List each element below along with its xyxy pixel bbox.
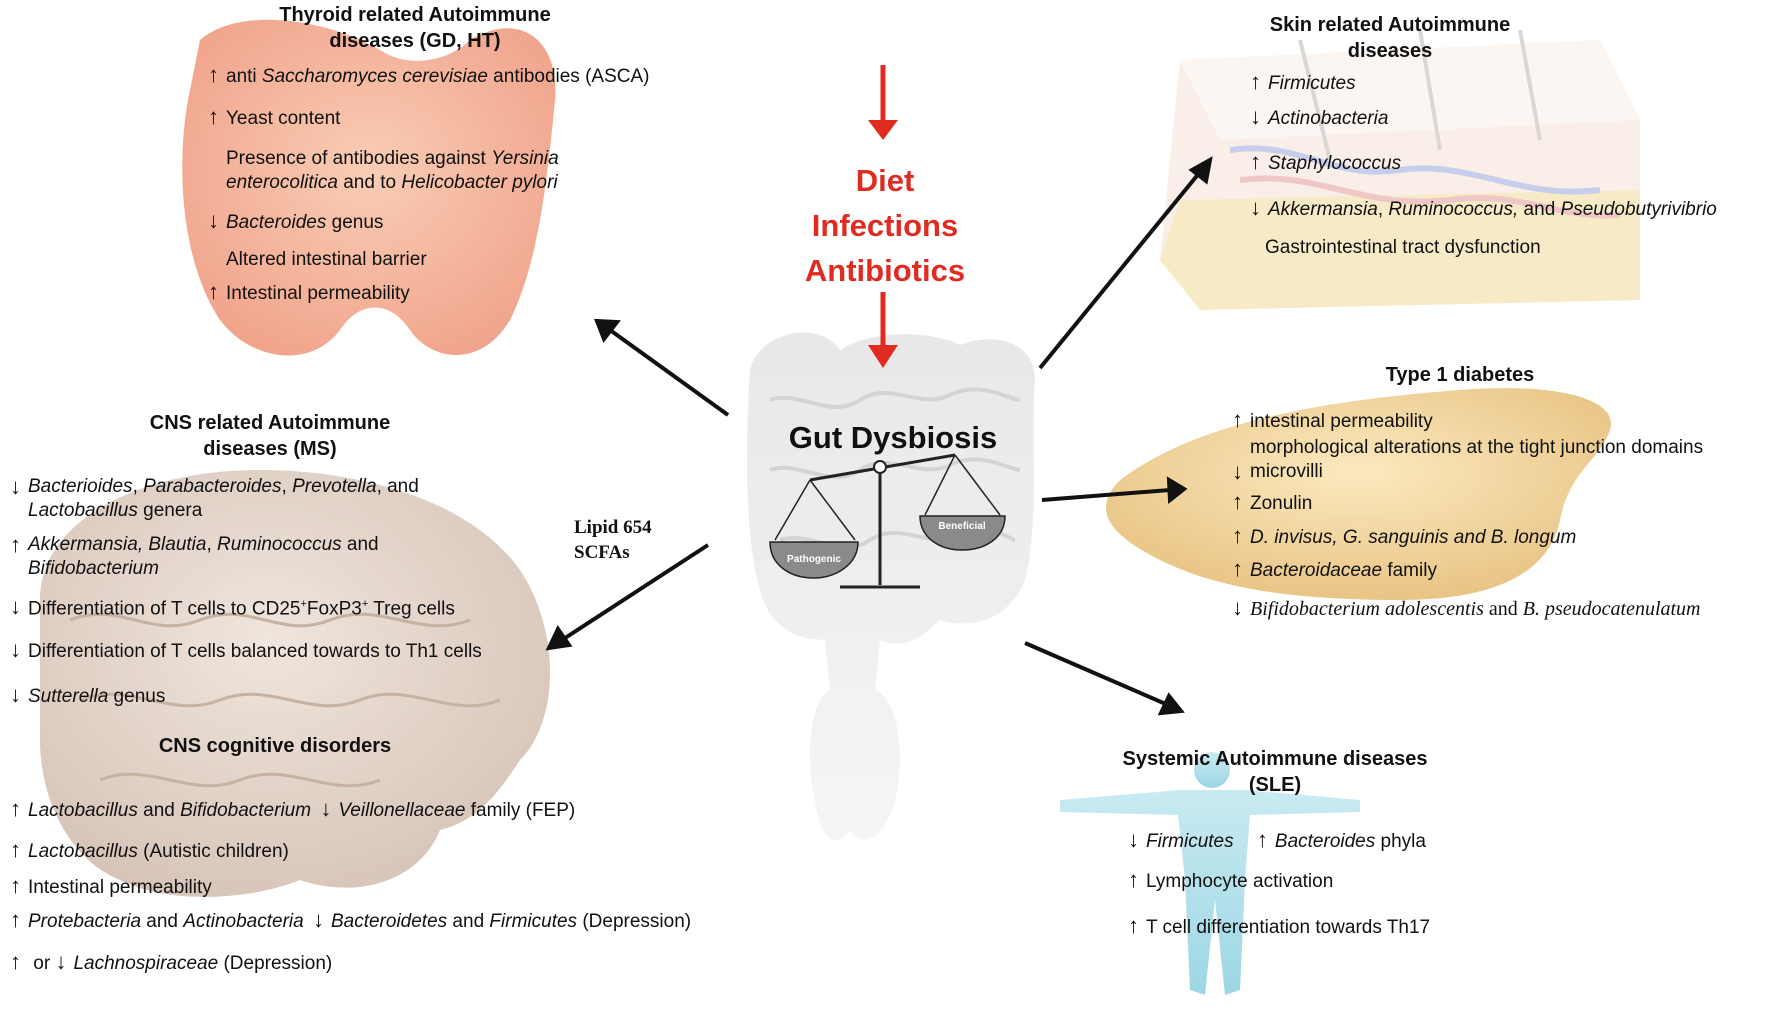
- up-arrow-icon: ↑: [1250, 149, 1261, 174]
- cognitive-title: CNS cognitive disorders: [158, 735, 392, 757]
- t1d-title: Type 1 diabetes: [1385, 364, 1535, 386]
- thyroid-item-asca: ↑anti Saccharomyces cerevisiae antibodie…: [208, 62, 650, 88]
- t1d-item-bifidobacterium: ↓Bifidobacterium adolescentis and B. pse…: [1232, 595, 1701, 621]
- down-arrow-icon: ↓: [312, 907, 324, 932]
- up-arrow-icon: ↑: [10, 532, 21, 557]
- t1d-item-zonulin: ↑Zonulin: [1232, 489, 1313, 515]
- up-arrow-icon: ↑: [1232, 489, 1243, 514]
- cognitive-item-lacto-bifido: ↑Lactobacillus and Bifidobacterium ↓Veil…: [10, 796, 576, 822]
- cognitive-item-lacto-autistic: ↑Lactobacillus (Autistic children): [10, 837, 289, 863]
- t1d-item-permeability: ↑intestinal permeability: [1232, 407, 1433, 433]
- thyroid-illustration: [182, 19, 556, 356]
- down-arrow-icon: ↓: [10, 594, 21, 620]
- cns-title: CNS related Autoimmune diseases (MS): [149, 412, 391, 460]
- thyroid-title: Thyroid related Autoimmune diseases (GD,…: [279, 4, 551, 52]
- pancreas-illustration: [1105, 388, 1612, 600]
- thyroid-item-permeability: ↑Intestinal permeability: [208, 279, 410, 305]
- t1d-item-bacteroidaceae: ↑Bacteroidaceae family: [1232, 556, 1437, 582]
- t1d-item-morphological: ↓morphological alterations at the tight …: [1232, 437, 1704, 484]
- cognitive-item-lachnospiraceae: ↑ or ↓Lachnospiraceae (Depression): [10, 949, 333, 975]
- thyroid-item-bacteroides: ↓Bacteroides genus: [208, 208, 384, 234]
- up-arrow-icon: ↑: [10, 949, 21, 974]
- up-arrow-icon: ↑: [10, 796, 21, 821]
- up-arrow-icon: ↑: [208, 279, 219, 304]
- factor-infections: Infections: [811, 208, 959, 243]
- up-arrow-icon: ↑: [208, 62, 219, 87]
- up-arrow-icon: ↑: [10, 907, 21, 932]
- skin-item-akkermansia: ↓Akkermansia, Ruminococcus, and Pseudobu…: [1250, 195, 1717, 221]
- thyroid-item-antibodies: Presence of antibodies against Yersinia …: [226, 148, 559, 193]
- factor-antibiotics: Antibiotics: [804, 253, 966, 288]
- up-arrow-icon: ↑: [1232, 556, 1243, 581]
- up-arrow-icon: ↑: [1232, 523, 1243, 548]
- up-arrow-icon: ↑: [1232, 407, 1243, 432]
- down-arrow-icon: ↓: [320, 796, 332, 821]
- down-arrow-icon: ↓: [1250, 104, 1261, 129]
- down-arrow-icon: ↓: [1128, 827, 1139, 852]
- factor-list: Diet Infections Antibiotics: [760, 158, 1010, 293]
- brain-illustration: [40, 470, 550, 897]
- pathogenic-label: Pathogenic: [787, 554, 841, 565]
- down-arrow-icon: ↓: [1232, 595, 1243, 620]
- systemic-title: Systemic Autoimmune diseases (SLE): [1122, 748, 1428, 796]
- cns-item-th1: ↓Differentiation of T cells balanced tow…: [10, 637, 482, 663]
- skin-title: Skin related Autoimmune diseases: [1269, 14, 1511, 62]
- t1d-item-species: ↑D. invisus, G. sanguinis and B. longum: [1232, 523, 1577, 549]
- body-illustration: [1060, 752, 1360, 995]
- down-arrow-icon: ↓: [10, 474, 21, 499]
- down-arrow-icon: ↓: [208, 208, 219, 233]
- cognitive-item-permeability: ↑Intestinal permeability: [10, 873, 212, 899]
- down-arrow-icon: ↓: [1250, 195, 1261, 220]
- systemic-item-th17: ↑T cell differentiation towards Th17: [1128, 913, 1431, 939]
- up-arrow-icon: ↑: [10, 873, 21, 898]
- gut-dysbiosis-title: Gut Dysbiosis: [789, 420, 997, 455]
- skin-item-staphylococcus: ↑Staphylococcus: [1250, 149, 1402, 175]
- up-arrow-icon: ↑: [208, 104, 219, 129]
- balance-scale: [769, 453, 1006, 589]
- thyroid-item-yeast: ↑Yeast content: [208, 104, 341, 130]
- skin-illustration: [1160, 29, 1640, 310]
- skin-item-firmicutes: ↑Firmicutes: [1250, 69, 1356, 95]
- up-arrow-icon: ↑: [1250, 69, 1261, 94]
- skin-item-gi-dysfunction: Gastrointestinal tract dysfunction: [1265, 237, 1541, 258]
- down-arrow-icon: ↓: [10, 682, 21, 707]
- cognitive-item-protebacteria: ↑Protebacteria and Actinobacteria ↓Bacte…: [10, 907, 692, 933]
- systemic-item-lymphocyte: ↑Lymphocyte activation: [1128, 867, 1334, 893]
- systemic-item-firmicutes: ↓Firmicutes ↑Bacteroides phyla: [1128, 827, 1426, 853]
- down-arrow-icon: ↓: [10, 637, 21, 662]
- down-arrow-icon: ↓: [55, 949, 67, 974]
- up-arrow-icon: ↑: [10, 837, 21, 862]
- cns-item-sutterella: ↓Sutterella genus: [10, 682, 166, 708]
- up-arrow-icon: ↑: [1256, 827, 1268, 852]
- black-arrows: [545, 156, 1213, 716]
- factor-diet: Diet: [855, 163, 915, 198]
- down-arrow-icon: ↓: [1232, 459, 1243, 484]
- up-arrow-icon: ↑: [1128, 867, 1139, 892]
- beneficial-label: Beneficial: [938, 521, 985, 532]
- cns-item-bacterioides: ↓Bacterioides, Parabacteroides, Prevotel…: [10, 474, 419, 522]
- lipid-scfa-label: Lipid 654 SCFAs: [574, 517, 652, 563]
- thyroid-item-barrier: Altered intestinal barrier: [226, 249, 427, 270]
- skin-item-actinobacteria: ↓Actinobacteria: [1250, 104, 1389, 130]
- red-arrows: [868, 65, 898, 368]
- cns-item-treg: ↓Differentiation of T cells to CD25+FoxP…: [10, 594, 455, 620]
- up-arrow-icon: ↑: [1128, 913, 1139, 938]
